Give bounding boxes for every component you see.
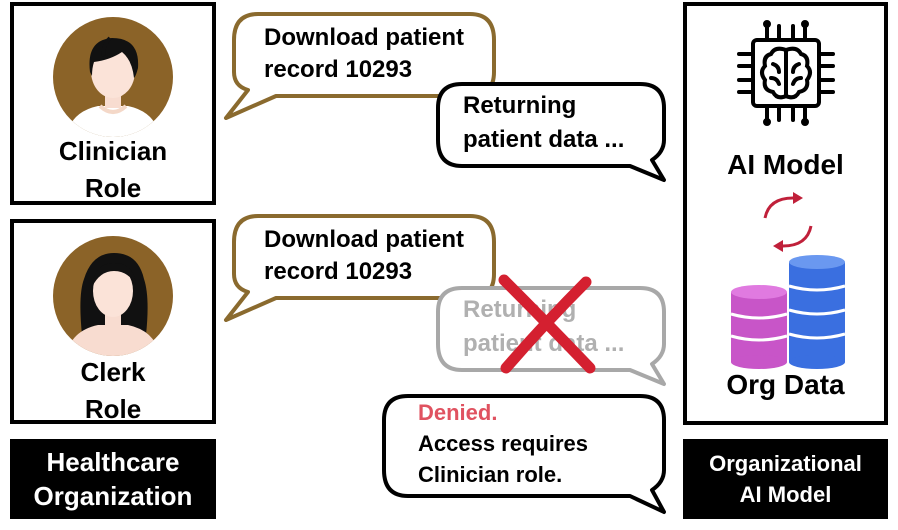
- clerk-request-bubble: [224, 214, 496, 322]
- org-label-line1: Healthcare: [46, 447, 180, 477]
- clinician-role-line1: Clinician: [58, 136, 168, 166]
- clerk-avatar-icon: [53, 236, 173, 356]
- clinician-role-line2: Role: [84, 173, 142, 203]
- clerk-request-line1: Download patient: [264, 226, 464, 253]
- clerk-role-box: Clerk Role: [10, 219, 216, 424]
- clerk-reply-blocked-line2: patient data ...: [463, 330, 625, 357]
- model-label-line2: AI Model: [739, 482, 832, 507]
- denial-bubble: [382, 394, 666, 514]
- ai-model-box: AI Model Org Data: [683, 2, 888, 425]
- clerk-request-line2: record 10293: [264, 258, 413, 285]
- healthcare-organization-label: Healthcare Organization: [10, 439, 216, 519]
- denial-line2: Clinician role.: [418, 462, 563, 487]
- denial-line1: Access requires: [418, 431, 588, 456]
- clinician-avatar-icon: [53, 17, 173, 137]
- clinician-reply-bubble: [436, 82, 666, 182]
- clinician-reply-line2: patient data ...: [463, 126, 625, 153]
- clinician-request-line1: Download patient: [264, 24, 464, 51]
- database-stack-icon: [730, 255, 846, 369]
- model-label-line1: Organizational: [709, 451, 862, 476]
- clinician-reply-line1: Returning: [463, 92, 577, 119]
- clinician-request-bubble: [224, 12, 496, 120]
- clerk-reply-blocked-bubble: [436, 286, 666, 386]
- clerk-role-line2: Role: [84, 394, 142, 424]
- brain-chip-icon: [737, 20, 835, 126]
- denial-status: Denied.: [418, 400, 498, 425]
- org-label-line2: Organization: [33, 481, 193, 511]
- clinician-role-box: Clinician Role: [10, 2, 216, 205]
- organizational-ai-model-label: Organizational AI Model: [683, 439, 888, 519]
- clinician-request-line2: record 10293: [264, 56, 413, 83]
- cycle-arrows-icon: [763, 192, 813, 252]
- org-data-text: Org Data: [726, 369, 845, 400]
- ai-model-text: AI Model: [727, 149, 844, 180]
- denied-x-icon: [498, 274, 596, 374]
- clerk-role-line1: Clerk: [80, 357, 146, 387]
